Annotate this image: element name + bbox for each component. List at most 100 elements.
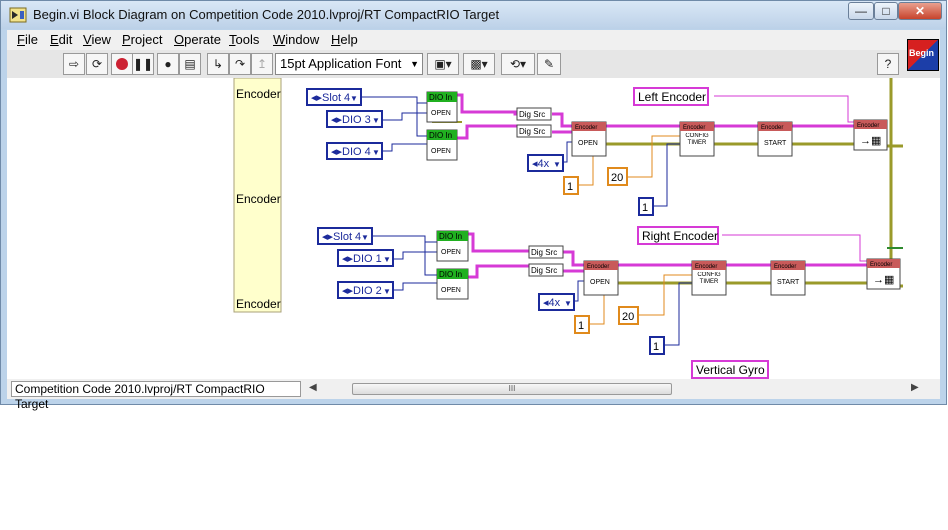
wire-twenty-right	[637, 274, 692, 316]
retain-wire-values-icon[interactable]: ▤	[179, 53, 201, 75]
frame-wire-right	[889, 78, 903, 288]
dio4-enum[interactable]	[326, 142, 383, 160]
dio3-enum[interactable]	[326, 110, 383, 128]
horizontal-scroll-thumb[interactable]: III	[352, 383, 672, 395]
block-diagram-canvas[interactable]: Encoder Encoder Encoder	[7, 78, 903, 379]
dio2-enum-text: ◂▸DIO 2	[342, 285, 382, 297]
menu-window[interactable]: Window	[273, 32, 319, 47]
wire-slot-left-b	[416, 97, 427, 137]
horizontal-scrollbar[interactable]: ◀ III ▶	[307, 382, 925, 396]
distribute-objects-icon[interactable]: ▩▾	[463, 53, 495, 75]
mode-enum-right-text: ◂4x	[543, 297, 561, 309]
diagram-svg[interactable]: Encoder Encoder Encoder	[7, 78, 903, 379]
run-arrow-icon[interactable]: ⇨	[63, 53, 85, 75]
numeric-const-right-20[interactable]	[618, 306, 639, 325]
reorder-icon[interactable]: ⟲▾	[501, 53, 535, 75]
encoder-config-left-label-box: CONFIG TIMER	[685, 133, 708, 146]
chevron-down-icon: ▼	[383, 287, 391, 296]
chevron-down-icon: ▼	[410, 59, 419, 69]
numeric-const-left-1-text: 1	[567, 181, 573, 193]
menu-tools[interactable]: Tools	[229, 32, 259, 47]
encoder-start-right-header	[771, 261, 805, 270]
encoder-start-right-action: START	[777, 279, 800, 286]
dio-in-node-right-a-action: OPEN	[441, 249, 461, 256]
title-bar[interactable]: Begin.vi Block Diagram on Competition Co…	[1, 1, 946, 29]
menu-file[interactable]: File	[17, 32, 38, 47]
context-path: Competition Code 2010.lvproj/RT CompactR…	[11, 381, 301, 411]
dig-src-left-a-text: Dig Src	[519, 110, 545, 119]
numeric-const-right-1b[interactable]	[649, 336, 665, 355]
abort-icon[interactable]	[111, 53, 133, 75]
dio-in-node-right-b-action: OPEN	[441, 287, 461, 294]
sequence-structure[interactable]	[233, 78, 282, 313]
block-diagram-icon	[9, 7, 27, 23]
align-objects-icon[interactable]: ▣▾	[427, 53, 459, 75]
minimize-button[interactable]: —	[848, 2, 874, 20]
menu-edit[interactable]: Edit	[50, 32, 72, 47]
font-select[interactable]: 15pt Application Font▼	[275, 53, 423, 75]
vi-icon-label: Begin	[909, 48, 935, 58]
slot-enum-right[interactable]	[317, 227, 373, 245]
dio-in-node-left-b-action: OPEN	[431, 148, 451, 155]
dig-src-left-a[interactable]	[516, 107, 552, 121]
scroll-right-icon[interactable]: ▶	[911, 382, 919, 393]
pause-icon[interactable]: ❚❚	[132, 53, 154, 75]
context-help-icon[interactable]: ?	[877, 53, 899, 75]
close-button[interactable]: ✕	[898, 2, 942, 20]
cluster-wire-src-c	[563, 250, 584, 267]
maximize-button[interactable]: □	[874, 2, 898, 20]
numeric-const-right-1[interactable]	[574, 315, 590, 334]
menu-project-mnemonic: P	[122, 32, 131, 47]
wire-dio3	[382, 112, 427, 121]
vertical-gyro-label[interactable]	[691, 360, 769, 379]
menu-bar: File Edit View Project Operate Tools Win…	[7, 30, 940, 50]
dig-src-right-a-text: Dig Src	[531, 248, 557, 257]
left-encoder-label[interactable]	[633, 87, 709, 106]
encoder-config-left-header	[680, 122, 714, 131]
right-gutter	[903, 78, 940, 379]
menu-help[interactable]: Help	[331, 32, 358, 47]
mode-enum-right[interactable]	[538, 293, 575, 311]
menu-file-label: ile	[24, 32, 38, 47]
cleanup-diagram-icon[interactable]: ✎	[537, 53, 561, 75]
menu-operate[interactable]: Operate	[174, 32, 221, 47]
write-global-icon: →▦	[873, 274, 894, 286]
dig-src-right-a[interactable]	[528, 245, 564, 259]
mode-enum-left[interactable]	[527, 154, 564, 172]
wire-slot-right	[372, 235, 437, 243]
step-out-icon[interactable]: ↥	[251, 53, 273, 75]
menu-operate-mnemonic: O	[174, 32, 185, 47]
numeric-const-right-1b-text: 1	[653, 341, 659, 353]
wire-one-b-right	[664, 282, 692, 346]
run-continuously-icon[interactable]: ⟳	[86, 53, 108, 75]
menu-operate-label: perate	[184, 32, 221, 47]
slot-enum-left[interactable]	[306, 88, 362, 106]
encoder-start-left-header	[758, 122, 792, 131]
encoder-open-left-title: Encoder	[575, 125, 597, 131]
menu-help-label: elp	[340, 32, 358, 47]
dig-src-right-b[interactable]	[528, 263, 564, 277]
chevron-down-icon: ▼	[372, 148, 380, 157]
step-into-icon[interactable]: ↳	[207, 53, 229, 75]
left-encoder-group: ◂▸Slot 4 ▼ ◂▸DIO 3 ▼ ◂▸DIO 4 ▼ DIO In OP…	[306, 87, 888, 216]
right-encoder-label[interactable]	[637, 226, 719, 245]
dio4-enum-text: ◂▸DIO 4	[331, 146, 371, 158]
menu-view-label: iew	[91, 32, 111, 47]
numeric-const-left-1[interactable]	[563, 176, 579, 195]
numeric-const-right-1-text: 1	[578, 320, 584, 332]
numeric-const-left-20[interactable]	[607, 167, 628, 186]
encoder-open-left-action: OPEN	[578, 140, 598, 147]
window-title: Begin.vi Block Diagram on Competition Co…	[33, 7, 500, 22]
dio2-enum[interactable]	[337, 281, 394, 299]
wire-one-b-left	[652, 143, 680, 207]
step-over-icon[interactable]: ↷	[229, 53, 251, 75]
menu-view[interactable]: View	[83, 32, 111, 47]
menu-project[interactable]: Project	[122, 32, 162, 47]
scroll-left-icon[interactable]: ◀	[309, 382, 317, 393]
encoder-config-right-title: Encoder	[695, 264, 717, 270]
dig-src-left-b[interactable]	[516, 124, 552, 138]
dio1-enum[interactable]	[337, 249, 394, 267]
numeric-const-left-1b[interactable]	[638, 197, 654, 216]
wire-dio4	[382, 143, 427, 152]
highlight-execution-icon[interactable]: ●	[157, 53, 179, 75]
